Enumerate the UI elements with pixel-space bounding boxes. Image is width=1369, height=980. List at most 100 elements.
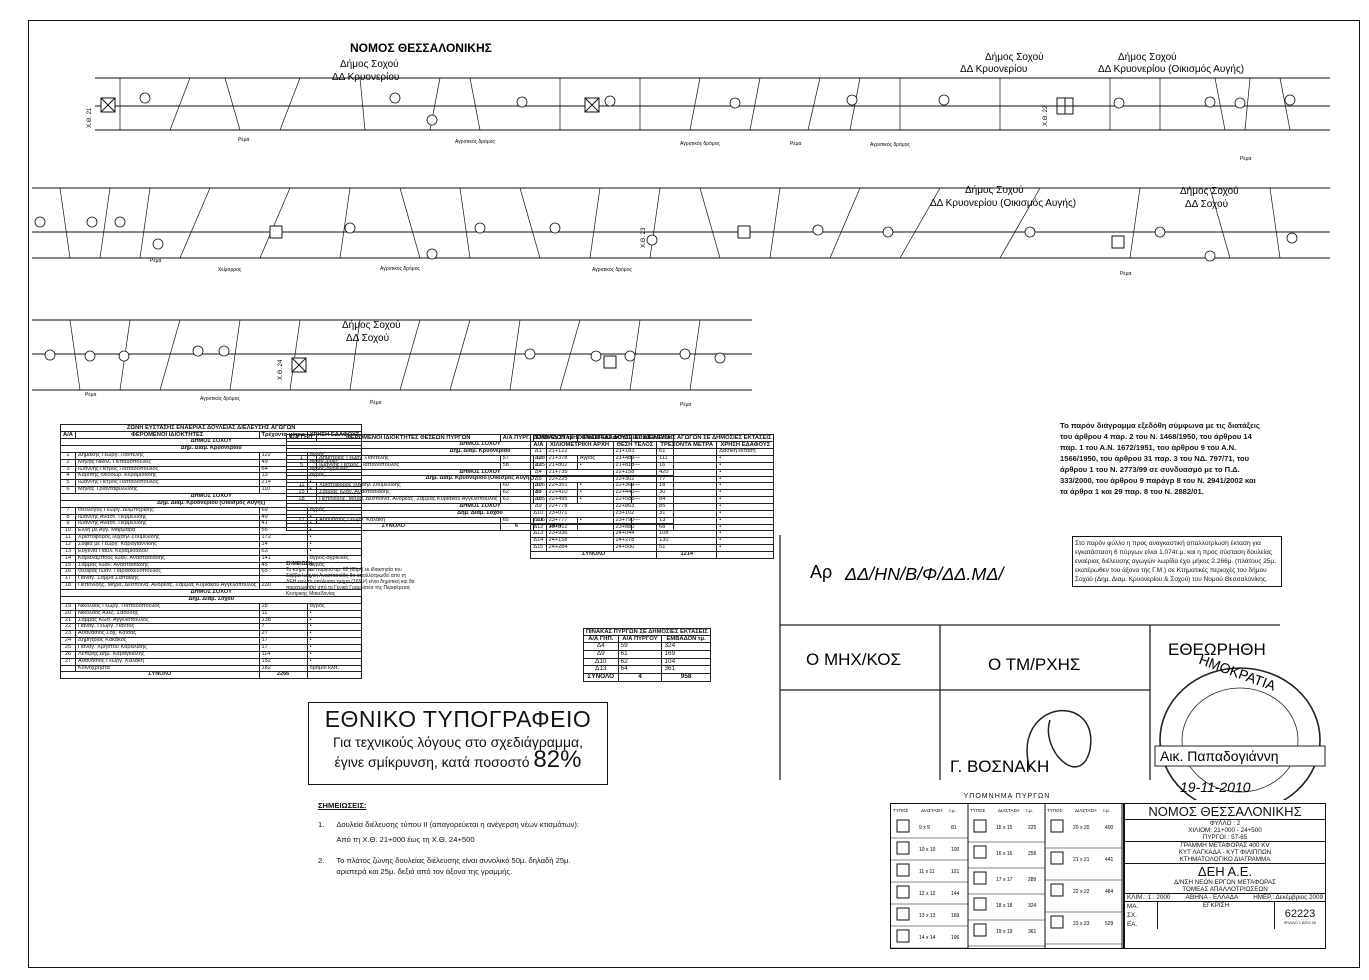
legend-dim: 20 x 20: [1073, 825, 1090, 831]
legend-dim: 19 x 19: [996, 929, 1013, 935]
tower-type-icon: [973, 845, 987, 859]
tr-cell: 13: [656, 516, 718, 525]
tl-cell: 3: [60, 465, 76, 474]
legend-dim: 23 x 23: [1073, 921, 1090, 927]
tr-cell: 111: [656, 455, 718, 463]
tl-cell: 6: [60, 486, 76, 495]
rema-label-6: Ρέμα: [85, 391, 96, 398]
xth21-label: Χ.Θ. 21: [87, 107, 93, 128]
tr-cell: 18: [656, 482, 718, 491]
stamp-date: 19-11-2010: [1180, 779, 1251, 795]
note1-number: 1.: [318, 820, 325, 829]
rema-label-8: Ρέμα: [680, 401, 691, 408]
title-dei: ΔΕΗ Α.Ε.: [1125, 863, 1325, 879]
tr-cell: 22+778: [545, 503, 614, 511]
title-ma: ΜΑ.: [1127, 903, 1139, 910]
xth22-label: Χ.Θ. 22: [1043, 105, 1049, 126]
legend-header: ΔΙΑΣΤΑΣΗ: [1075, 808, 1097, 813]
signature-scribble: [1026, 709, 1092, 771]
row3-district: ΔΔ Σοχού: [346, 332, 389, 344]
tower-type-icon: [973, 871, 987, 885]
road-label-1: Αγροτικός δρόμος: [455, 138, 495, 145]
tm-cell: 58: [499, 461, 534, 470]
expropriation-box: Στο παρόν φύλλο η προς αναγκαστική απαλλ…: [1072, 536, 1282, 587]
row1-muni-mid: Δήμος Σοχού: [985, 51, 1044, 63]
tm-cell: Αθανάσιος Γεωργ. Καλάκη: [316, 516, 501, 525]
tr-cell: 30: [656, 489, 718, 498]
stamp-tmarxis: Ο ΤΜ/ΡΧΗΣ: [988, 655, 1080, 674]
legend-header: ΤΥΠΟΣ: [893, 808, 909, 813]
notes-title: ΣΗΜΕΙΩΣΕΙΣ:: [318, 801, 367, 810]
xth24-label: Χ.Θ. 24: [278, 359, 284, 380]
tr-cell: •: [716, 509, 775, 518]
title-ea: ΕΑ.: [1127, 921, 1138, 928]
rema-label-3: Ρέμα: [1240, 155, 1251, 162]
drawing-sheet: [28, 20, 1360, 968]
stamp-vosnaki: Γ. ΒΟΣΝΑΚΗ: [950, 757, 1049, 776]
rema-label-1: Ρέμα: [238, 136, 249, 143]
legend-area: 169: [951, 913, 960, 919]
stamp-signer: Αικ. Παπαδογιάννη: [1160, 748, 1279, 764]
road-label-5: Αγροτικός δρόμος: [592, 266, 632, 273]
row2-district-right: ΔΔ Σοχού: [1185, 198, 1228, 210]
tt-cell: 61: [617, 649, 663, 659]
stamp-overlay: Αρ ΔΔ/ΗΝ/Β/Φ/ΔΔ.ΜΔ/ Ο ΜΗΧ/ΚΟΣ Ο ΤΜ/ΡΧΗΣ …: [779, 535, 1326, 800]
tm-cell: 5: [285, 461, 318, 470]
tr-cell: 22+351: [545, 482, 614, 491]
legend-area: 361: [1028, 929, 1037, 935]
title-grammi: ΓΡΑΜΜΗ ΜΕΤΑΦΟΡΑΣ 400 KV: [1125, 841, 1325, 849]
tr-cell: •: [716, 537, 775, 546]
legend-area: 81: [951, 825, 957, 831]
tl-cell: •: [306, 623, 363, 632]
tower-type-icon: [973, 923, 987, 937]
tr-cell: •: [716, 523, 775, 532]
tr-cell: 85: [656, 503, 718, 511]
tr-cell: 21+802: [545, 461, 614, 470]
legend-header: ΔΙΑΣΤΑΣΗ: [921, 808, 943, 813]
legal-statement: Το παρόν διάγραμμα εξεδόθη σύμφωνα με τι…: [1060, 421, 1260, 496]
legend-header: ΤΥΠΟΣ: [970, 808, 986, 813]
tr-cell: 21+122: [545, 448, 614, 457]
tower-type-icon: [896, 841, 910, 855]
total-cell: [716, 551, 775, 559]
tr-cell: 31: [656, 509, 718, 518]
road-label-3: Αγροτικός δρόμος: [870, 141, 910, 148]
tr-cell: •: [716, 461, 775, 470]
tl-cell: 152: [258, 657, 308, 666]
legend-area: 100: [951, 847, 960, 853]
owners-table-left: ΖΩΝΗ ΕΥΣΤΑΣΗΣ ΕΝΑΕΡΙΑΣ ΔΟΥΛΕΙΑΣ ΔΙΕΛΕΥΣΗ…: [59, 423, 363, 680]
tower-type-icon: [1050, 915, 1064, 929]
legend-header: τ.μ.: [1026, 808, 1033, 813]
mid-note-title: ΣΗΜΕΙΩΣΗ:: [286, 561, 314, 568]
tower-type-icon: [1050, 851, 1064, 865]
title-sheet: ΦΥΛΛΟ 1 ΑΠΟ 20: [1283, 920, 1317, 925]
stamp-etheorithi: ΕΘΕΩΡΗΘΗ: [1168, 640, 1266, 659]
total-cell: [306, 671, 363, 680]
legend-dim: 12 x 12: [919, 891, 936, 897]
tower-type-icon: [1050, 819, 1064, 833]
tr-cell: Δ15: [530, 544, 547, 553]
row3-muni: Δήμος Σοχού: [342, 319, 401, 331]
row2-muni-left: Δήμος Σοχού: [965, 184, 1024, 196]
tl-cell: •: [306, 637, 363, 645]
legend-dim: 21 x 21: [1073, 857, 1090, 863]
banner-line2: έγινε σμίκρυνση, κατά ποσοστό: [334, 754, 530, 770]
legend-dim: 10 x 10: [919, 847, 936, 853]
banner-line1: Για τεχνικούς λόγους στο σχεδιάγραμμα,: [332, 734, 584, 750]
row1-district-right: ΔΔ Κρυονερίου (Οικισμός Αυγής): [1098, 63, 1244, 75]
total-cell: ΣΥΝΟΛΟ: [583, 673, 619, 682]
total-cell: ΣΥΝΟΛΟ: [286, 523, 501, 532]
title-klim: ΚΛΙΜ.: 1 : 2000: [1127, 894, 1171, 901]
tr-cell: 22+410: [545, 489, 614, 498]
title-place: ΑΘΗΝΑ - ΕΛΛΑΔΑ: [1185, 894, 1239, 901]
